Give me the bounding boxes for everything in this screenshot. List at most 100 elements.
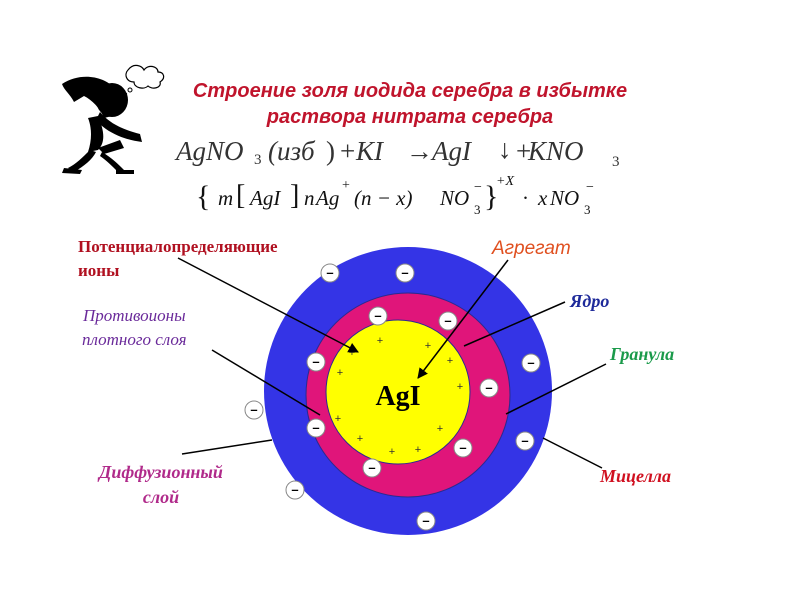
label-potential-ions-line2: ионы: [78, 261, 120, 280]
pointer-diffuse: [181, 439, 273, 455]
pointer-potential-ions: [177, 257, 359, 353]
svg-text:–: –: [291, 482, 298, 497]
counter-ions-group: – – – – – – – – – – – – – –: [244, 263, 541, 531]
pointer-nucleus: [463, 301, 566, 347]
eq-excess: (изб: [268, 136, 315, 166]
svg-text:–: –: [312, 354, 319, 369]
eq-plus-2: +: [516, 136, 532, 166]
minus-ion-icon: –: [438, 311, 458, 331]
minus-ion-icon: –: [515, 431, 535, 451]
formula-close-bracket: ]: [290, 180, 300, 211]
label-counterions: Противоионы плотного слоя: [82, 304, 187, 352]
label-diffuse: Диффузионный слой: [82, 460, 240, 510]
minus-ion-icon: –: [306, 352, 326, 372]
label-diffuse-line1: Диффузионный: [99, 462, 223, 482]
pointer-micelle: [542, 437, 603, 469]
micelle-formula: { m [ AgI ] n Ag + (n − x) NO 3 − } +X ·…: [196, 174, 616, 222]
plus-ion-icon: +: [437, 423, 443, 435]
formula-anion-charge: −: [474, 180, 482, 195]
label-aggregate: Агрегат: [492, 238, 571, 259]
eq-reagent1: AgNO: [176, 136, 244, 166]
plus-ion-icon: +: [335, 413, 341, 425]
formula-open-brace: {: [196, 180, 211, 213]
plus-ion-icon: +: [457, 381, 463, 393]
title-line-1: Строение золя иодида серебра в избытке: [192, 80, 628, 102]
formula-n: n: [304, 186, 315, 210]
eq-arrow: →: [406, 136, 433, 166]
pointer-granule: [505, 363, 607, 415]
formula-dot: ·: [522, 186, 529, 210]
formula-m: m: [218, 186, 234, 210]
plus-ion-icon: +: [337, 367, 343, 379]
label-nucleus: Ядро: [570, 291, 610, 311]
minus-ion-icon: –: [320, 263, 340, 283]
pointer-lines: [177, 257, 607, 469]
formula-granule-charge: +X: [496, 174, 514, 189]
eq-precipitate-icon: ↓: [498, 134, 512, 164]
formula-ion-charge: +: [342, 178, 350, 193]
minus-ion-icon: –: [521, 353, 541, 373]
plus-ion-icon: +: [415, 444, 421, 456]
label-counterions-line2: плотного слоя: [82, 330, 187, 349]
svg-text:–: –: [459, 440, 466, 455]
plus-ion-icon: +: [377, 335, 383, 347]
svg-text:–: –: [374, 308, 381, 323]
label-potential-ions: Потенциалопределяющие ионы: [78, 235, 278, 283]
plus-ion-icon: +: [349, 347, 355, 359]
formula-counter: (n − x): [354, 186, 413, 210]
svg-text:–: –: [444, 313, 451, 328]
eq-reagent2: KI: [356, 136, 383, 166]
minus-ion-icon: –: [395, 263, 415, 283]
formula-core: AgI: [250, 186, 281, 210]
pointer-counterions: [211, 349, 321, 416]
eq-plus-1: +: [340, 136, 356, 166]
minus-ion-icon: –: [306, 418, 326, 438]
pointer-aggregate: [417, 259, 509, 379]
formula-ion: Ag: [316, 186, 340, 210]
svg-text:–: –: [527, 355, 534, 370]
minus-ion-icon: –: [362, 458, 382, 478]
label-counterions-line1: Противоионы: [82, 306, 186, 325]
plus-ion-icon: +: [357, 433, 363, 445]
minus-ion-icon: –: [453, 438, 473, 458]
minus-ion-icon: –: [368, 306, 388, 326]
formula-x: x: [538, 186, 548, 210]
formula-diffuse-anion: NO: [550, 186, 580, 210]
core-label: AgI: [375, 381, 420, 412]
plus-ion-icon: +: [389, 446, 395, 458]
label-potential-ions-line1: Потенциалопределяющие: [78, 237, 278, 256]
svg-text:–: –: [521, 433, 528, 448]
svg-text:–: –: [401, 265, 408, 280]
eq-reagent1-sub: 3: [254, 152, 262, 168]
page-title: Строение золя иодида серебра в избытке р…: [150, 78, 670, 130]
svg-text:–: –: [422, 513, 429, 528]
svg-text:–: –: [250, 402, 257, 417]
formula-anion-sub: 3: [474, 202, 481, 217]
label-diffuse-line2: слой: [142, 487, 180, 507]
formula-anion: NO: [440, 186, 470, 210]
eq-product1: AgI: [432, 136, 471, 166]
minus-ion-icon: –: [479, 378, 499, 398]
formula-open-bracket: [: [236, 180, 246, 211]
eq-close-paren: ): [326, 136, 335, 166]
svg-text:–: –: [368, 460, 375, 475]
title-line-2: раствора нитрата серебра: [266, 106, 554, 128]
plus-ion-icon: +: [447, 355, 453, 367]
minus-ion-icon: –: [244, 400, 264, 420]
minus-ion-icon: –: [285, 480, 305, 500]
reaction-equation: AgNO 3 (изб ) + KI → AgI ↓ + KNO 3: [176, 132, 646, 176]
formula-diffuse-charge: −: [586, 180, 594, 195]
formula-diffuse-sub: 3: [584, 202, 591, 217]
formula-close-brace: }: [484, 180, 499, 213]
thinking-figure-icon: [62, 64, 165, 174]
label-micelle: Мицелла: [600, 466, 672, 486]
label-granule: Гранула: [610, 344, 675, 364]
minus-ion-icon: –: [416, 511, 436, 531]
svg-text:–: –: [326, 265, 333, 280]
svg-text:–: –: [312, 420, 319, 435]
eq-product2-sub: 3: [612, 154, 620, 170]
eq-product2: KNO: [528, 136, 584, 166]
plus-ion-icon: +: [425, 340, 431, 352]
svg-text:–: –: [485, 380, 492, 395]
potential-ions-group: + + + + + + + + + + +: [335, 335, 463, 458]
